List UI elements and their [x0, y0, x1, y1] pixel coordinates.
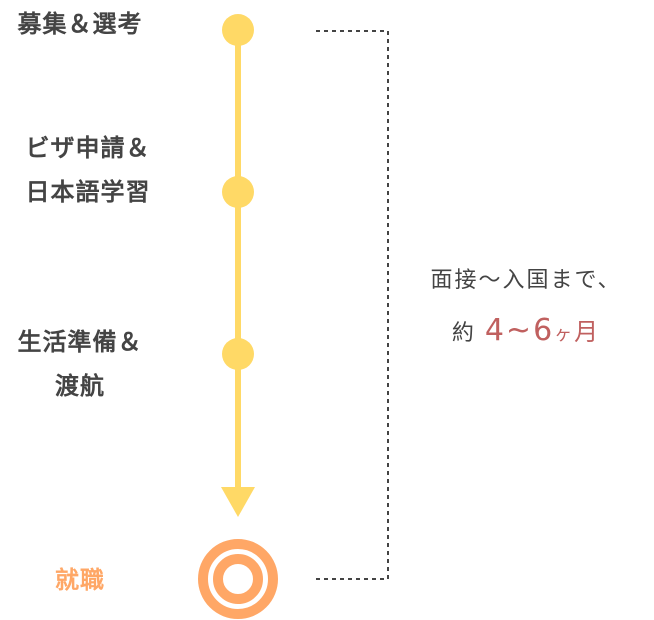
step-label-travel: 生活準備＆渡航 — [17, 328, 143, 400]
arrow-head-icon — [221, 487, 255, 517]
step-label-employment: 就職 — [55, 566, 105, 594]
duration-bracket — [316, 30, 389, 580]
duration-note-line1: 面接～入国まで、 — [430, 268, 622, 293]
goal-outer-ring — [198, 539, 278, 619]
goal-inner-ring — [213, 554, 263, 604]
step-dot-1 — [222, 14, 254, 46]
duration-value: 4~6 — [484, 313, 555, 348]
step-label-visa: ビザ申請＆日本語学習 — [25, 134, 151, 206]
step-dot-3 — [222, 338, 254, 370]
duration-note-line2: 約 4~6ヶ月 — [451, 313, 601, 348]
step-label-recruitment: 募集＆選考 — [17, 10, 143, 38]
step-dot-2 — [222, 176, 254, 208]
